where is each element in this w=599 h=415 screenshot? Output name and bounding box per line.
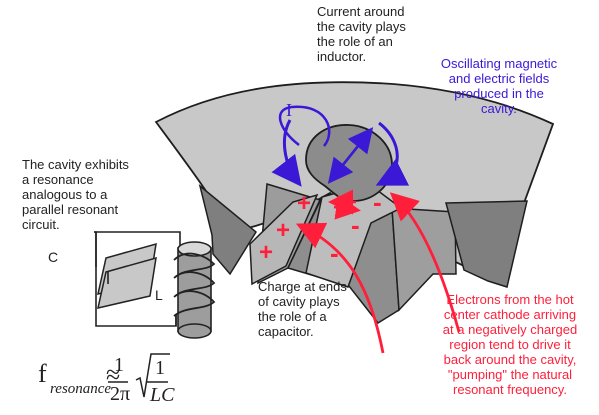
resonance-note-line: a resonance — [22, 172, 94, 187]
electrons-note-line: region tend to drive it — [449, 337, 571, 352]
inductor-note-line: the cavity plays — [317, 19, 406, 34]
resonance-note-line: analogous to a — [22, 187, 108, 202]
formula-inner-numerator: 1 — [155, 357, 165, 379]
minus-charge-2: - — [351, 210, 360, 240]
plus-charge-1: + — [297, 190, 312, 217]
electrons-note-line: center cathode arriving — [443, 307, 577, 322]
fields-note-line: Oscillating magnetic — [440, 56, 558, 71]
formula-lines — [108, 353, 170, 398]
capacitor-note-line: of cavity plays — [258, 294, 340, 309]
current-arrows — [271, 105, 410, 187]
electrons-note: Electrons from the hot center cathode ar… — [425, 292, 595, 397]
minus-charge-1: - — [373, 187, 382, 217]
inductor-note-line: the role of an — [317, 34, 393, 49]
formula-f: f — [38, 359, 47, 388]
resonance-note: The cavity exhibits a resonance analogou… — [22, 157, 129, 232]
fields-note: Oscillating magnetic and electric fields… — [428, 56, 570, 116]
anode-block — [154, 81, 555, 324]
inductor-note-line: Current around — [317, 4, 405, 19]
formula-approx: ≈ — [106, 360, 121, 389]
current-symbol: I — [286, 100, 292, 120]
capacitor-symbol: C — [48, 249, 59, 265]
plus-charge-2: + — [276, 217, 291, 244]
electrons-note-line: resonant frequency. — [453, 382, 567, 397]
fields-note-line: cavity. — [481, 101, 517, 116]
inductor-note-line: inductor. — [317, 49, 367, 64]
formula-denominator: 2π — [110, 383, 131, 405]
electrons-note-line: back around the cavity, — [443, 352, 577, 367]
inductor-note: Current around the cavity plays the role… — [317, 4, 406, 64]
electron-arrows — [295, 189, 461, 354]
capacitor-note-line: capacitor. — [258, 324, 314, 339]
capacitor-note-line: Charge at ends — [258, 279, 347, 294]
plus-charge-3: + — [259, 239, 274, 266]
capacitor-note-line: the role of a — [258, 309, 327, 324]
electrons-note-line: Electrons from the hot — [446, 292, 574, 307]
resonance-note-line: circuit. — [22, 217, 60, 232]
minus-charge-3: - — [330, 238, 339, 268]
electrons-note-line: "pumping" the natural — [447, 367, 573, 382]
inductor-symbol: L — [155, 287, 163, 303]
capacitor-note: Charge at ends of cavity plays the role … — [258, 279, 347, 339]
resonance-note-line: parallel resonant — [22, 202, 119, 217]
fields-note-line: produced in the — [454, 86, 544, 101]
circuit — [94, 231, 216, 339]
fields-note-line: and electric fields — [448, 71, 550, 86]
formula-numerator: 1 — [114, 354, 124, 376]
resonance-note-line: The cavity exhibits — [22, 157, 129, 172]
formula-subscript: resonance — [50, 381, 112, 397]
electrons-note-line: at a negatively charged — [442, 322, 578, 337]
formula-inner-denominator: LC — [150, 384, 175, 406]
